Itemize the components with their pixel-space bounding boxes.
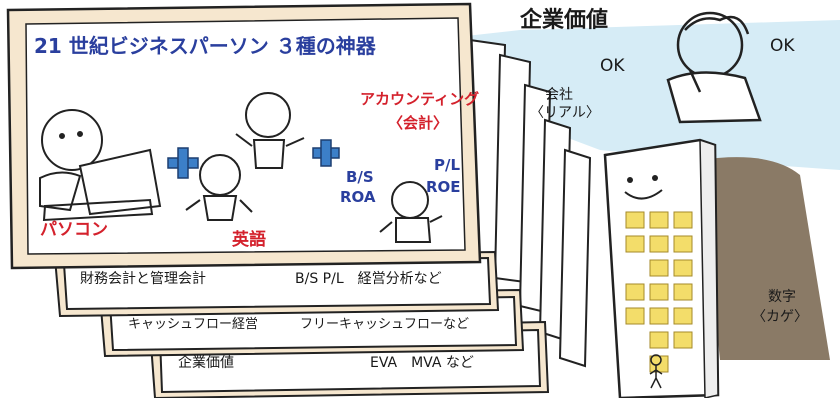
sky-background xyxy=(430,20,840,170)
ok-label-1: OK xyxy=(600,56,625,76)
pc-person-figure xyxy=(39,109,162,222)
ok-label-2: OK xyxy=(770,36,795,56)
company-real-label: 〈リアル〉 xyxy=(530,105,600,121)
building-windows xyxy=(625,211,693,373)
layer-2-left: キャッシュフロー経営 xyxy=(128,317,259,332)
layer-2-right: フリーキャッシュフローなど xyxy=(300,317,470,332)
corporate-value-heading: 企業価値 xyxy=(520,8,609,33)
numbers-shadow-label: 〈カゲ〉 xyxy=(752,309,808,325)
company-building xyxy=(603,138,830,398)
english-figures xyxy=(185,92,305,221)
company-label: 会社 xyxy=(545,87,573,103)
pc-label: パソコン xyxy=(40,220,108,240)
layer-sheets xyxy=(53,250,550,398)
roa-label: ROA xyxy=(340,188,376,206)
pl-label: P/L xyxy=(434,156,461,174)
layer-3-right: EVA MVA など xyxy=(370,355,474,371)
plus-icon-2 xyxy=(312,139,340,167)
plus-icon-1 xyxy=(167,147,199,179)
layer-3-left: 企業価値 xyxy=(178,355,234,371)
bs-label: B/S xyxy=(346,168,374,186)
card-title: 21 世紀ビジネスパーソン ３種の神器 xyxy=(34,34,376,58)
layer-1-right: B/S P/L 経営分析など xyxy=(295,271,442,287)
accounting-figure xyxy=(379,181,443,243)
layer-1-left: 財務会計と管理会計 xyxy=(80,271,206,287)
english-label: 英語 xyxy=(232,230,266,250)
ok-person-figure xyxy=(666,11,762,124)
roe-label: ROE xyxy=(426,178,461,196)
small-walking-figure xyxy=(649,354,663,389)
numbers-label: 数字 xyxy=(768,289,796,305)
accounting-label-sub: 〈会計〉 xyxy=(388,114,449,132)
accounting-label: アカウンティング xyxy=(360,90,480,108)
stacked-sheets xyxy=(463,38,592,368)
